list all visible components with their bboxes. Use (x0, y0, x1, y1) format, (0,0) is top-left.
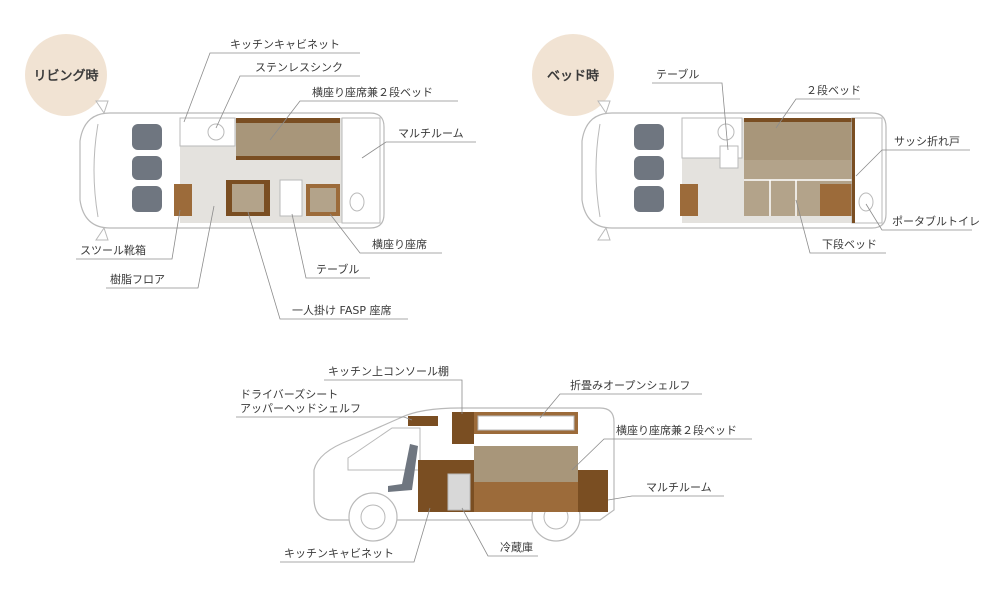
living-badge-circle (25, 34, 107, 116)
side-label-driver-shelf-1: ドライバーズシート (240, 387, 338, 401)
living-stool-shoebox (174, 184, 192, 216)
living-side-bed-edge2 (236, 156, 340, 160)
living-mode-plan: リビング時 キッチンキャビネット (25, 34, 476, 320)
bed-table (719, 145, 739, 169)
living-side-seat-inner (310, 188, 336, 212)
living-label-table: テーブル (316, 262, 359, 276)
living-middle-seat (132, 156, 162, 180)
bed-windshield (595, 123, 601, 218)
side-multi-room (578, 470, 608, 512)
living-windshield (93, 123, 99, 218)
bed-mode-plan: ベッド時 テーブル ２段ベッド サッシ折れ戸 (532, 34, 980, 254)
living-label-side-bed: 横座り座席兼２段ベッド (312, 85, 433, 99)
side-label-driver-shelf-2: アッパーヘッドシェルフ (240, 402, 361, 415)
side-folding-shelf-inner (477, 415, 575, 431)
bed-mirror-right (597, 226, 611, 241)
bed-passenger-seat (634, 186, 664, 212)
side-label-fridge: 冷蔵庫 (500, 540, 533, 554)
bed-label-lower-bed: 下段ベッド (822, 237, 877, 251)
side-upper-bed (474, 446, 578, 482)
living-mirror-right (95, 226, 109, 241)
side-view: キッチン上コンソール棚 ドライバーズシート アッパーヘッドシェルフ 折畳みオープ… (236, 364, 752, 563)
living-mirror-left (95, 100, 109, 115)
side-fridge (447, 473, 471, 511)
living-driver-seat (132, 124, 162, 150)
living-label-stool-shoebox: スツール靴箱 (80, 243, 146, 257)
bed-driver-seat (634, 124, 664, 150)
living-passenger-seat (132, 186, 162, 212)
living-toilet (349, 192, 365, 212)
bed-label-sash-door: サッシ折れ戸 (894, 134, 960, 148)
bed-stool (680, 184, 698, 216)
living-side-bed (236, 118, 340, 160)
living-badge-text: リビング時 (33, 68, 98, 84)
side-lower-bed (474, 482, 578, 512)
side-upper-console (452, 412, 474, 444)
bed-mirror-left (597, 100, 611, 115)
side-label-kitchen-cabinet: キッチンキャビネット (284, 547, 394, 560)
living-side-bed-edge (236, 118, 340, 123)
bed-toilet (858, 192, 874, 212)
bed-label-portable-toilet: ポータブルトイレ (892, 214, 980, 228)
bed-middle-seat (634, 156, 664, 180)
side-label-upper-console: キッチン上コンソール棚 (328, 364, 449, 378)
living-label-side-seat: 横座り座席 (372, 237, 427, 251)
side-driver-seat (388, 444, 418, 492)
side-window (347, 427, 421, 471)
living-label-multi-room: マルチルーム (398, 127, 464, 140)
bed-upper-bed-edge (744, 118, 852, 122)
living-table (279, 179, 303, 217)
living-label-resin-floor: 樹脂フロア (110, 272, 165, 286)
bed-badge-text: ベッド時 (547, 68, 599, 84)
living-sink (207, 123, 225, 141)
living-fasp-seat-inner (232, 184, 264, 212)
side-label-multi-room: マルチルーム (646, 481, 712, 494)
side-label-side-bed: 横座り座席兼２段ベッド (616, 423, 737, 437)
living-label-fasp-seat: 一人掛け FASP 座席 (292, 303, 391, 317)
living-label-stainless-sink: ステンレスシンク (255, 61, 343, 74)
bed-lower-bed-end (820, 184, 852, 216)
side-label-folding-shelf: 折畳みオープンシェルフ (570, 378, 690, 392)
bed-label-upper-bed: ２段ベッド (806, 83, 861, 97)
bed-badge-circle (532, 34, 614, 116)
bed-upper-bed (744, 118, 852, 160)
bed-label-table: テーブル (656, 67, 699, 81)
side-upper-head-shelf (408, 416, 438, 426)
side-front-wheel-inner (360, 504, 386, 530)
bed-sash-door (852, 118, 855, 223)
living-label-kitchen-cabinet: キッチンキャビネット (230, 38, 340, 51)
